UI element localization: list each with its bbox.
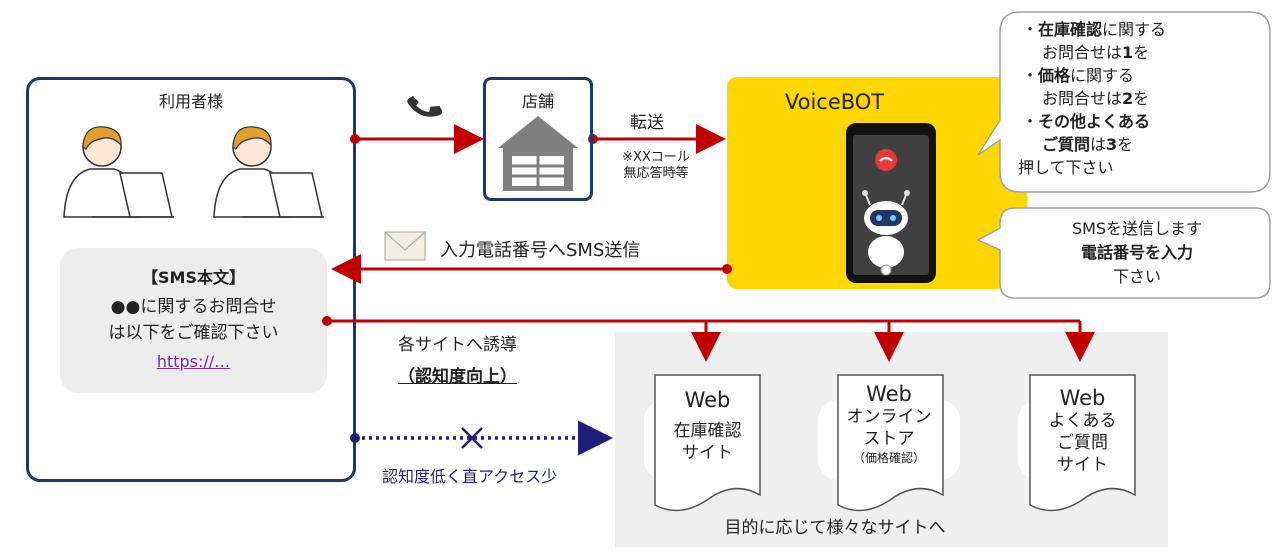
store-title: 店舗 xyxy=(521,92,554,111)
site-store-name1: オンライン xyxy=(846,407,932,427)
site-store: Web オンライン ストア （価格確認） xyxy=(818,382,960,466)
user-person-icon xyxy=(213,126,324,218)
site-stock-name2: サイト xyxy=(682,443,733,463)
b1-l4: お問合せは xyxy=(1042,89,1123,108)
b2-l1: SMSを送信します xyxy=(1071,219,1203,238)
b1-l6-end: を xyxy=(1117,135,1134,154)
transfer-note-line1: ※XXコール xyxy=(622,150,690,165)
user-person-icon xyxy=(63,126,174,218)
b1-l3-bold: 価格 xyxy=(1038,66,1071,85)
cross-mark-icon xyxy=(461,427,483,449)
b1-l5-bullet: ・ xyxy=(1022,112,1039,131)
transfer-note: ※XXコール 無応答時等 xyxy=(610,150,702,182)
b1-l1-bullet: ・ xyxy=(1022,20,1039,39)
b1-l2-bold: 1 xyxy=(1122,43,1134,62)
sms-message-box xyxy=(60,248,327,393)
sms-send-label: 入力電話番号へSMS送信 xyxy=(440,240,641,261)
low-access-label: 認知度低く直アクセス少 xyxy=(382,467,558,486)
bubble-menu-text: ・在庫確認に関する お問合せは1を ・価格に関する お問合せは2を ・その他よく… xyxy=(1018,18,1167,179)
b1-l6-rest: は xyxy=(1090,135,1107,154)
sms-body: ●●に関するお問合せ は以下をご確認下さい xyxy=(60,294,327,346)
site-store-note: （価格確認） xyxy=(852,451,925,465)
store-building-icon xyxy=(498,116,578,191)
b2-l2: 電話番号を入力 xyxy=(1080,243,1193,262)
b1-l2-rest: を xyxy=(1133,43,1150,62)
guide-label: 各サイトへ誘導 xyxy=(398,335,517,355)
robot-icon xyxy=(862,190,910,276)
b2-l3: 下さい xyxy=(1112,267,1161,286)
sms-body-line1: ●●に関するお問合せ xyxy=(110,297,277,317)
sites-caption: 目的に応じて様々なサイトへ xyxy=(724,518,946,538)
arrow-voicebot-to-user-sms xyxy=(331,254,732,284)
site-faq-name2: ご質問 xyxy=(1057,433,1108,453)
b1-l1-rest: に関する xyxy=(1102,20,1167,39)
site-faq-name1: よくある xyxy=(1048,411,1117,431)
b1-l2: お問合せは xyxy=(1042,43,1123,62)
b1-l5-bold: その他よくある xyxy=(1038,112,1151,131)
store-box xyxy=(483,77,593,201)
b1-l1-bold: 在庫確認 xyxy=(1038,20,1103,39)
transfer-label: 転送 xyxy=(630,113,664,133)
site-store-name2: ストア xyxy=(863,429,915,449)
site-faq: Web よくある ご質問 サイト xyxy=(1030,386,1135,476)
b1-l4-rest: を xyxy=(1133,89,1150,108)
voicebot-title: VoiceBOT xyxy=(784,90,885,114)
hangup-icon xyxy=(875,149,897,171)
site-stock-web: Web xyxy=(684,388,731,412)
arrow-sms-to-sites xyxy=(322,316,1095,362)
b1-l3-rest: に関する xyxy=(1070,66,1135,85)
arrow-user-to-store xyxy=(350,124,484,154)
sms-title: 【SMS本文】 xyxy=(142,268,245,287)
user-title: 利用者様 xyxy=(158,92,223,111)
b1-l3-bullet: ・ xyxy=(1022,66,1039,85)
transfer-note-line2: 無応答時等 xyxy=(623,166,689,181)
sms-body-line2: は以下をご確認下さい xyxy=(108,323,279,343)
site-stock: Web 在庫確認 サイト xyxy=(655,388,760,464)
site-faq-web: Web xyxy=(1059,386,1106,410)
site-store-web: Web xyxy=(866,382,912,406)
b1-l4-bold: 2 xyxy=(1122,89,1134,108)
speech-bubble-menu xyxy=(977,11,1271,193)
site-stock-name1: 在庫確認 xyxy=(673,421,742,441)
bubble-sms-text: SMSを送信します 電話番号を入力 下さい xyxy=(1003,217,1271,289)
b1-l6-bold: ご質問 xyxy=(1042,135,1091,154)
phone-handset-icon xyxy=(407,96,443,117)
arrow-store-to-voicebot xyxy=(588,124,726,154)
guide-sub: （認知度向上） xyxy=(398,367,517,387)
web-document-store xyxy=(818,374,960,512)
envelope-icon xyxy=(384,231,426,261)
arrow-direct-access-low xyxy=(350,420,613,456)
web-document-faq xyxy=(1018,374,1136,512)
sms-link[interactable]: https://… xyxy=(156,352,231,371)
site-faq-name3: サイト xyxy=(1057,455,1108,475)
b1-l7: 押して下さい xyxy=(1018,158,1114,177)
b1-l6-num: 3 xyxy=(1106,135,1118,154)
speech-bubble-sms xyxy=(976,207,1271,299)
web-document-stock xyxy=(644,374,761,512)
